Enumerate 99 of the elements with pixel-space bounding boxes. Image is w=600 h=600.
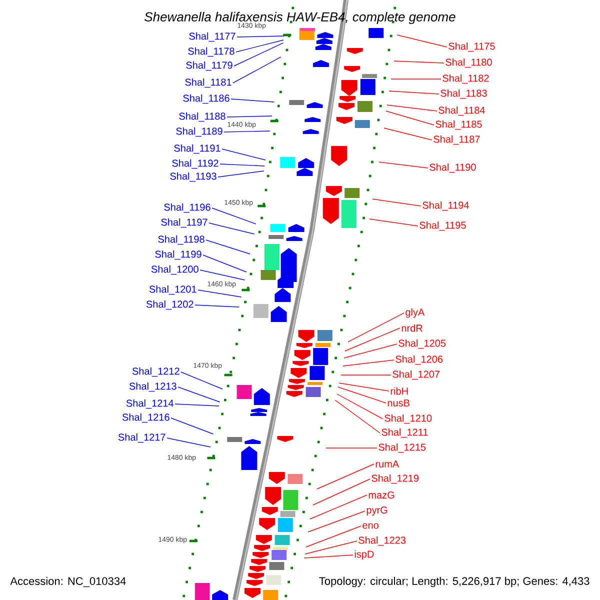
leader-line	[369, 218, 418, 226]
gene-label: Shal_1189	[176, 127, 222, 137]
leader-line	[394, 60, 444, 64]
gene-label: Shal_1187	[434, 135, 480, 145]
leader-line	[344, 328, 400, 352]
leader-line	[390, 78, 442, 80]
gene-label: Shal_1207	[392, 370, 440, 380]
leader-line	[338, 382, 390, 392]
gene-label: Shal_1198	[158, 235, 204, 245]
leader-line	[166, 438, 211, 448]
gene-label: Shal_1177	[189, 32, 236, 42]
gene-label: Shal_1193	[170, 172, 216, 182]
gene-label: Shal_1192	[172, 159, 218, 169]
gene-label: nrdR	[402, 324, 422, 332]
topology-text: Topology: circular; Length: 5,226,917 bp; Genes: 4,433	[319, 576, 590, 588]
leader-line	[226, 116, 272, 118]
leader-line	[174, 404, 220, 406]
leader-line	[218, 170, 264, 178]
leader-line	[338, 386, 386, 404]
gene-label: Shal_1217	[118, 433, 166, 443]
leader-line	[236, 36, 284, 38]
gene-label: eno	[362, 523, 378, 529]
gene-label: Shal_1211	[382, 428, 428, 438]
gene-label: glyA	[406, 308, 425, 318]
leader-line	[304, 540, 358, 554]
gene-label: rumA	[376, 460, 400, 468]
gene-label: Shal_1197	[161, 218, 208, 228]
gene-label: Shal_1188	[179, 112, 226, 122]
leader-line	[388, 90, 440, 94]
leader-line	[212, 208, 256, 224]
leader-line	[308, 510, 366, 532]
gene-label: Shal_1195	[420, 221, 466, 231]
gene-label: Shal_1200	[151, 265, 198, 275]
leader-line	[180, 372, 223, 390]
gene-label: Shal_1210	[384, 414, 432, 424]
gene-label: ribH	[390, 387, 408, 395]
gene-label: Shal_1185	[436, 120, 482, 130]
gene-label: Shal_1186	[183, 94, 230, 104]
leader-line	[344, 344, 398, 358]
leader-line	[304, 554, 354, 558]
leader-line	[316, 464, 374, 490]
leader-line	[208, 222, 255, 234]
gene-label: Shal_1178	[188, 47, 234, 57]
leader-line	[224, 130, 270, 132]
gene-label: Shal_1201	[149, 285, 196, 295]
leader-line	[198, 290, 242, 298]
leader-line	[342, 360, 394, 366]
gene-label: Shal_1183	[440, 89, 487, 99]
leader-line	[386, 110, 434, 126]
leader-line	[200, 270, 246, 280]
leader-line	[306, 526, 362, 548]
leader-line	[230, 98, 275, 102]
leader-line	[178, 386, 220, 402]
gene-label: Shal_1180	[446, 58, 492, 68]
gene-label: Shal_1175	[448, 42, 495, 52]
leader-line	[234, 42, 284, 66]
leader-line	[232, 56, 282, 84]
gene-label: Shal_1191	[174, 144, 220, 154]
gene-label: mazG	[368, 491, 394, 499]
leader-line	[340, 374, 392, 376]
gene-label: Shal_1219	[372, 474, 419, 484]
leader-line	[202, 254, 247, 272]
gene-label: pyrG	[366, 506, 388, 516]
gene-label: Shal_1213	[129, 382, 176, 392]
gene-label: Shal_1199	[155, 250, 202, 260]
leader-line	[312, 478, 370, 506]
gene-label: Shal_1206	[396, 355, 443, 365]
leader-line	[384, 128, 432, 140]
gene-label: Shal_1202	[146, 300, 194, 310]
leader-line	[194, 304, 240, 308]
gene-label: Shal_1212	[132, 367, 180, 377]
gene-label: nusB	[388, 400, 410, 406]
gene-label: Shal_1190	[430, 163, 476, 173]
gene-label: ispD	[354, 550, 374, 560]
leader-line	[378, 162, 428, 168]
gene-label: Shal_1223	[358, 536, 406, 546]
gene-label: Shal_1214	[126, 399, 174, 409]
gene-label: Shal_1184	[438, 106, 485, 116]
gene-label: Shal_1196	[164, 203, 210, 213]
accession-text: Accession: NC_010334	[10, 576, 126, 588]
gene-label: Shal_1215	[378, 443, 426, 453]
leader-line	[170, 418, 214, 434]
leader-line	[386, 104, 438, 112]
leader-line	[220, 164, 265, 166]
gene-label: Shal_1179	[186, 61, 232, 71]
gene-label: Shal_1181	[185, 78, 232, 88]
gene-label: Shal_1194	[422, 201, 469, 211]
leader-line	[222, 148, 266, 160]
leader-line	[236, 40, 284, 52]
leader-line	[348, 312, 404, 342]
leader-line	[336, 394, 384, 420]
leader-line	[310, 494, 368, 520]
leader-line	[372, 198, 422, 206]
gene-label: Shal_1216	[122, 413, 170, 423]
leader-line	[396, 34, 448, 48]
leader-line	[206, 240, 250, 254]
gene-label: Shal_1182	[442, 74, 489, 84]
leader-line	[334, 400, 380, 434]
gene-label: Shal_1205	[398, 339, 446, 349]
